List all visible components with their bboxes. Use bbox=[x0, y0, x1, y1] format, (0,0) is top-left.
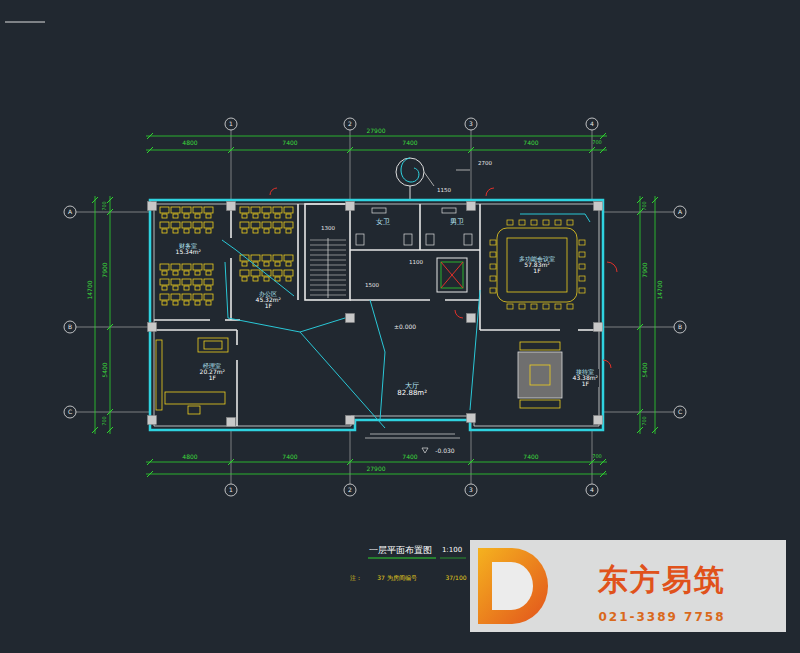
dimension: 7900 bbox=[642, 262, 649, 277]
grid-bubble: A bbox=[68, 209, 72, 216]
dimension: 700 bbox=[592, 140, 602, 146]
dimension: 700 bbox=[592, 454, 602, 460]
room-name: 大厅 bbox=[396, 383, 428, 390]
dimension: 27900 bbox=[366, 466, 385, 473]
dimension: 7400 bbox=[402, 140, 417, 147]
dimension: 2700 bbox=[478, 160, 492, 166]
grid-bubble: 1 bbox=[229, 487, 233, 494]
elevation: -0.030 bbox=[435, 448, 454, 455]
elevation: ±0.000 bbox=[394, 324, 416, 331]
dimension: 700 bbox=[102, 416, 108, 426]
room-label: 男卫 bbox=[449, 219, 465, 226]
grid-bubble: C bbox=[678, 409, 682, 416]
dimension: 7900 bbox=[102, 262, 109, 277]
grid-bubble: 2 bbox=[348, 121, 352, 128]
room-area: 15.34m² bbox=[174, 249, 202, 255]
dimension: 1150 bbox=[437, 187, 451, 193]
dimension: 14700 bbox=[87, 280, 94, 299]
room-area: 1F bbox=[254, 303, 282, 309]
room-label: 女卫 bbox=[375, 219, 391, 226]
room-label: 经理室20.27m²1F bbox=[198, 363, 226, 382]
grid-bubble: B bbox=[678, 324, 682, 331]
dimension: 700 bbox=[642, 416, 648, 426]
room-label: 接待室43.38m²1F bbox=[571, 369, 599, 388]
dimension: 14700 bbox=[657, 280, 664, 299]
grid-bubble: C bbox=[68, 409, 72, 416]
dimension: 7400 bbox=[402, 454, 417, 461]
note: 注： bbox=[350, 575, 362, 582]
dimension: 7400 bbox=[282, 140, 297, 147]
grid-bubble: 4 bbox=[590, 487, 594, 494]
grid-bubble: 2 bbox=[348, 487, 352, 494]
dimension: 5400 bbox=[642, 362, 649, 377]
room-label: 多功能会议室57.83m²1F bbox=[518, 256, 556, 275]
room-area: 1F bbox=[571, 381, 599, 387]
note: 37 为房间编号 bbox=[377, 575, 417, 582]
room-area: 1F bbox=[198, 375, 226, 381]
room-area: 82.88m² bbox=[396, 390, 428, 397]
grid-bubble: B bbox=[68, 324, 72, 331]
scale: 1:100 bbox=[442, 547, 462, 555]
dimension: 700 bbox=[642, 201, 648, 211]
dimension: 4800 bbox=[182, 140, 197, 147]
dimension: 1500 bbox=[365, 282, 379, 288]
dimension: 1100 bbox=[409, 259, 423, 265]
grid-bubble: 3 bbox=[469, 121, 473, 128]
room-name: 男卫 bbox=[449, 219, 465, 226]
dimension: 5400 bbox=[102, 362, 109, 377]
room-name: 女卫 bbox=[375, 219, 391, 226]
dimension: 7400 bbox=[523, 140, 538, 147]
room-label: 财务室15.34m² bbox=[174, 243, 202, 256]
dimension: 4800 bbox=[182, 454, 197, 461]
dimension: 1300 bbox=[321, 225, 335, 231]
drawing-title: 一层平面布置图 bbox=[369, 546, 432, 556]
room-area: 1F bbox=[518, 268, 556, 274]
note: 37/100 bbox=[445, 575, 466, 582]
room-label: 大厅82.88m² bbox=[396, 383, 428, 398]
room-label: 办公区45.32m²1F bbox=[254, 291, 282, 310]
grid-bubble: 3 bbox=[469, 487, 473, 494]
watermark: 021-3389 7758 bbox=[598, 611, 725, 624]
grid-bubble: A bbox=[678, 209, 682, 216]
grid-bubble: 4 bbox=[590, 121, 594, 128]
dimension: 7400 bbox=[523, 454, 538, 461]
watermark: 东方易筑 bbox=[598, 563, 726, 596]
dimension: 27900 bbox=[366, 128, 385, 135]
grid-bubble: 1 bbox=[229, 121, 233, 128]
dimension: 7400 bbox=[282, 454, 297, 461]
dimension: 700 bbox=[102, 201, 108, 211]
